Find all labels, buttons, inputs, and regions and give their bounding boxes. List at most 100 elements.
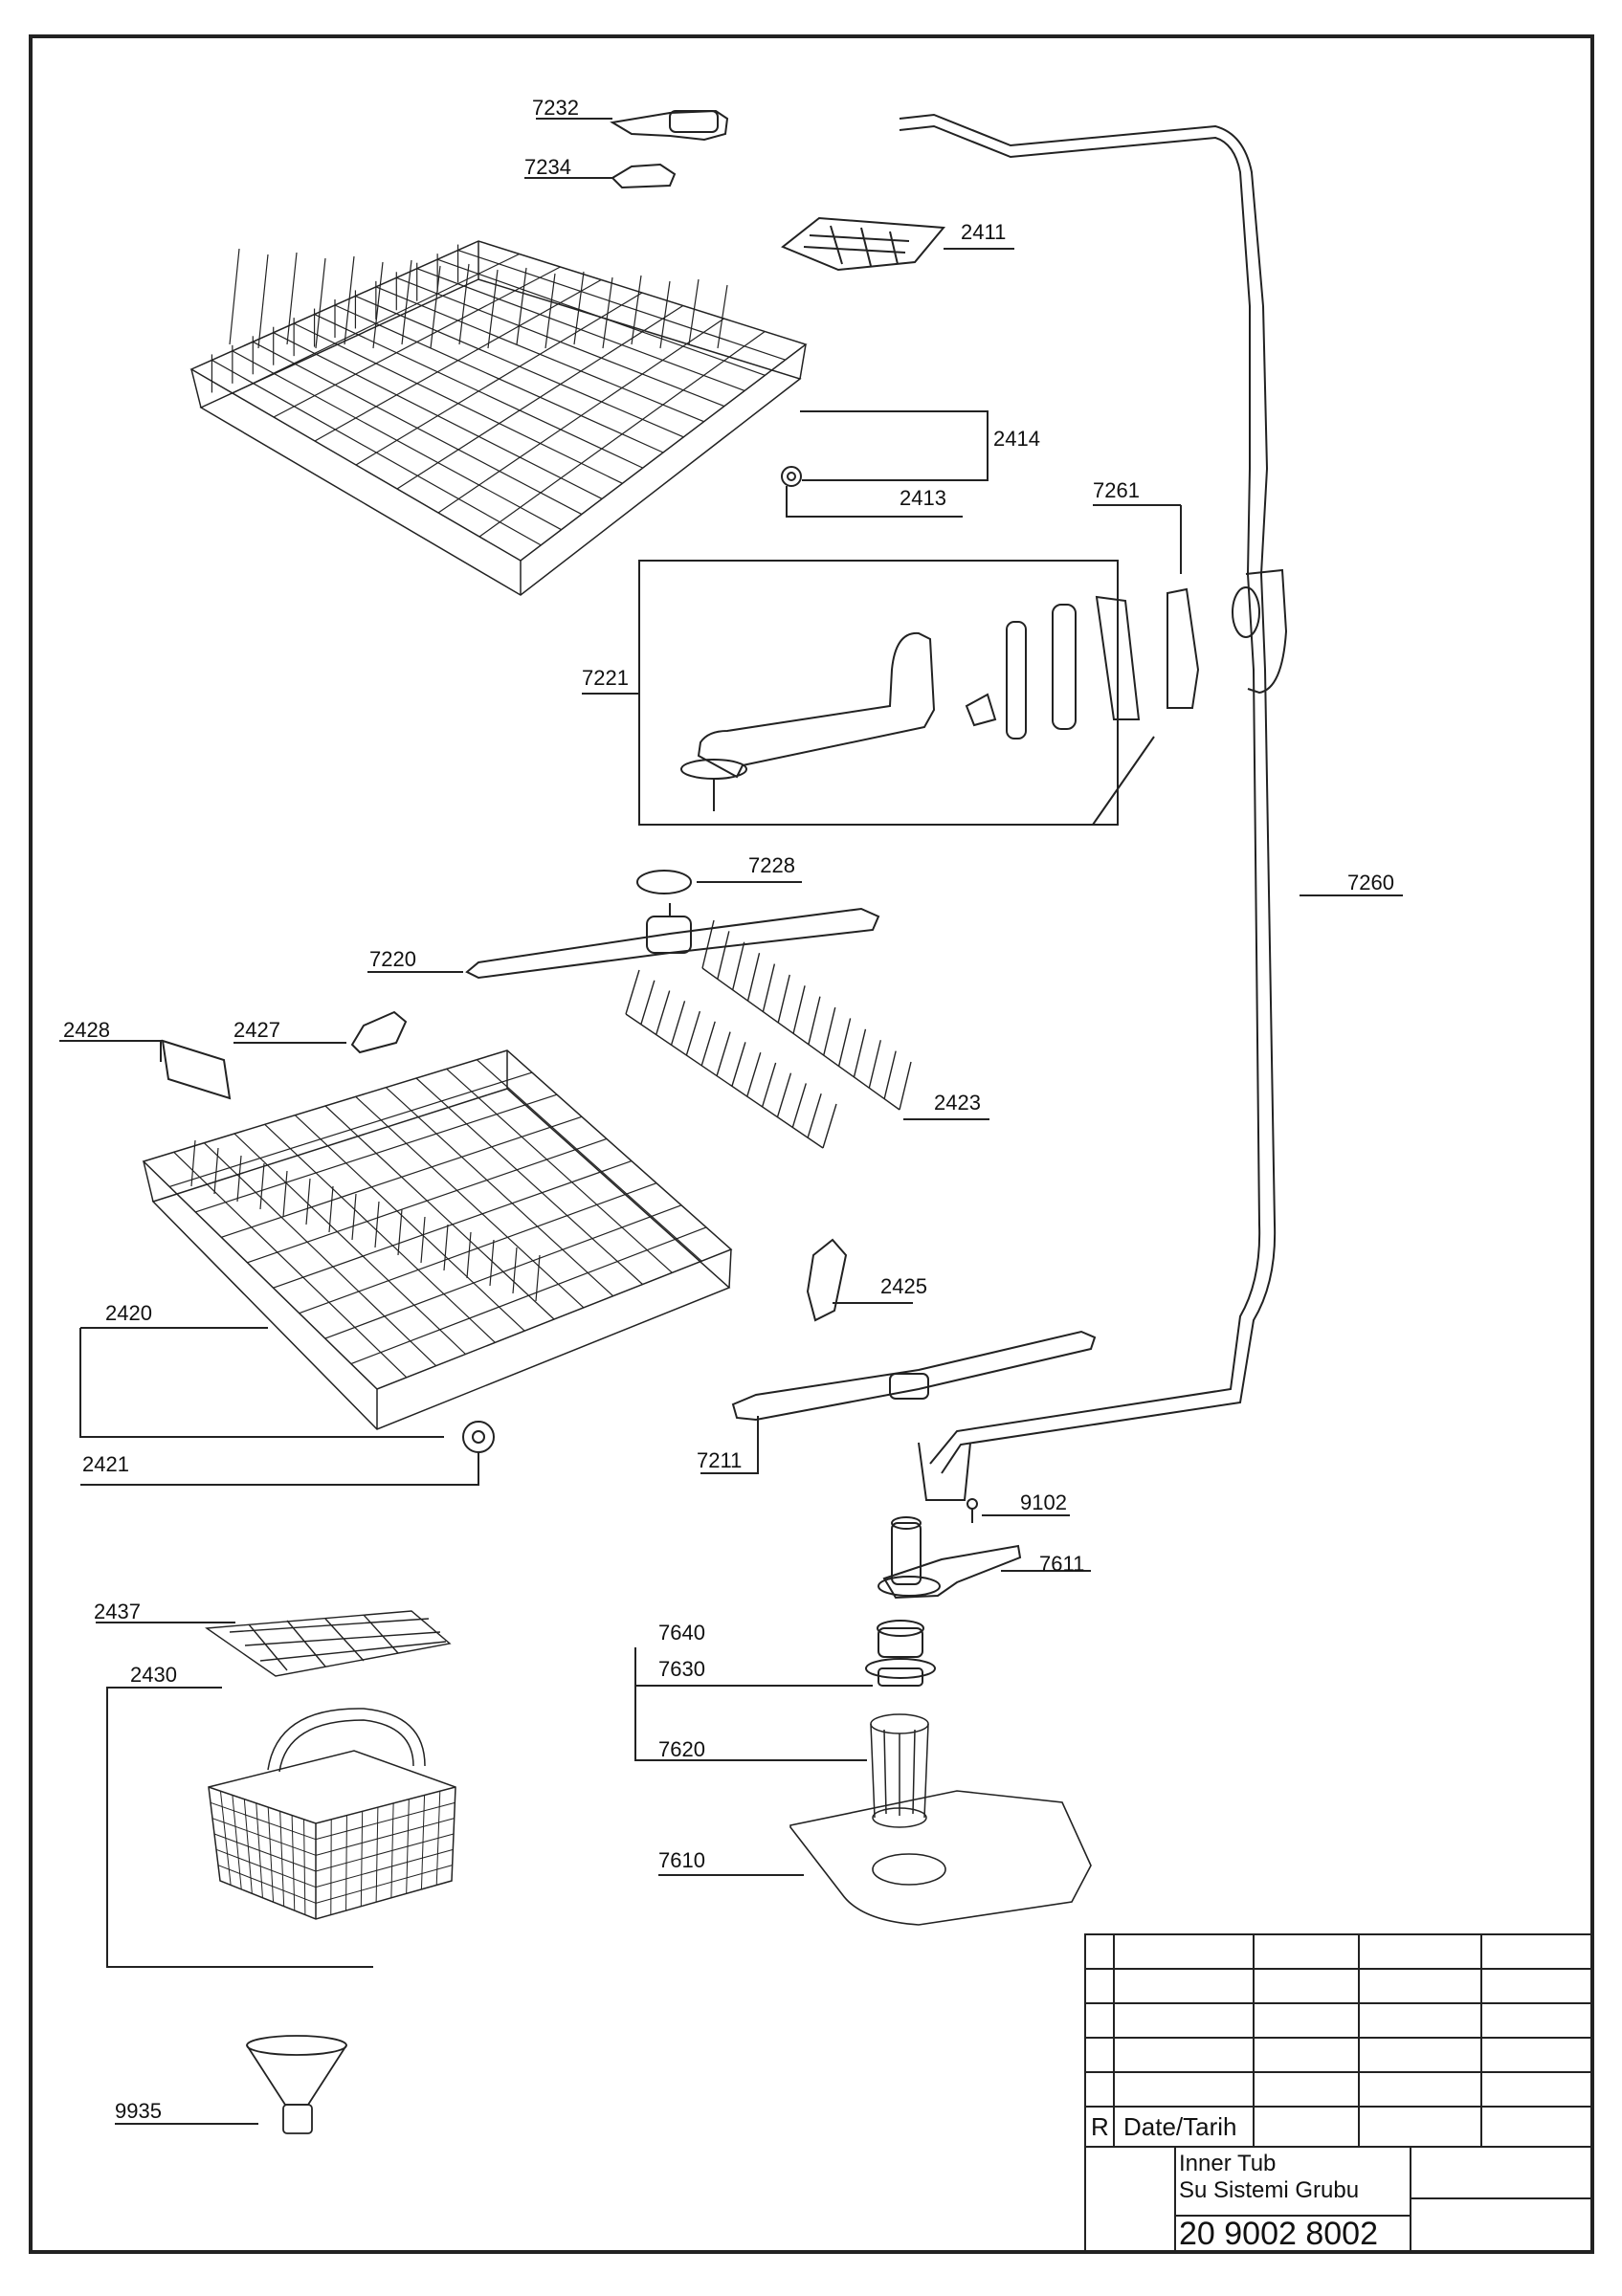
part-2437-drawing [205, 1610, 452, 1677]
wheel-2421-drawing [462, 1421, 495, 1453]
water-pipe-7260 [899, 113, 1288, 1501]
upper-basket-wires [211, 244, 786, 546]
wire-line [792, 985, 806, 1034]
label-7211: 7211 [697, 1448, 743, 1472]
wire-line [446, 1068, 673, 1273]
wire-line [299, 1182, 657, 1314]
wire-line [315, 257, 326, 349]
screw-9102-drawing [967, 1498, 978, 1523]
label-2411: 2411 [961, 220, 1007, 244]
title-english: Inner Tub [1179, 2151, 1277, 2176]
wire-line [315, 1848, 454, 1888]
wire-line [777, 974, 790, 1024]
wire-line [314, 278, 602, 442]
wire-line [420, 1216, 426, 1264]
wire-line [717, 284, 728, 349]
cutlery-basket-grid [210, 1791, 455, 1915]
wire-line [659, 280, 671, 349]
wire-line [688, 278, 700, 345]
wire-line [385, 1087, 614, 1297]
wire-line [168, 1071, 533, 1188]
wire-line [355, 292, 643, 466]
wire-line [716, 1031, 731, 1076]
part-2428-drawing [161, 1039, 232, 1100]
wire-line [286, 252, 298, 345]
wire-line [573, 271, 585, 345]
wire-line [315, 1865, 453, 1904]
wire-line [415, 1077, 643, 1285]
wire-line [853, 1028, 867, 1078]
wire-line [631, 275, 642, 345]
label-7610: 7610 [658, 1848, 705, 1872]
label-2421: 2421 [82, 1452, 129, 1476]
label-7630: 7630 [658, 1657, 705, 1681]
wire-line [236, 1155, 242, 1203]
part-2425-drawing [806, 1238, 848, 1322]
part-7232-drawing [536, 109, 729, 142]
part-7611-drawing [878, 1516, 1022, 1600]
o-ring-7228 [636, 870, 692, 894]
wire-line [344, 255, 355, 345]
spray-arm-7220 [465, 903, 880, 980]
label-2428: 2428 [63, 1018, 110, 1042]
wire-line [315, 1818, 455, 1856]
wire-line [211, 1818, 317, 1856]
wire-line [294, 1115, 525, 1332]
label-2414: 2414 [993, 427, 1040, 451]
label-2423: 2423 [934, 1091, 981, 1115]
wire-line [516, 267, 527, 345]
wire-line [476, 1059, 702, 1262]
wire-line [776, 1072, 792, 1117]
wire-line [396, 304, 684, 490]
label-7232: 7232 [532, 96, 579, 120]
wire-line [273, 266, 561, 418]
wire-line [229, 248, 240, 345]
wire-line [315, 1833, 455, 1872]
wire-line [305, 1178, 311, 1225]
wire-line [535, 1254, 541, 1302]
wire-line [264, 1123, 496, 1343]
wire-line [401, 259, 412, 345]
revision-label: R [1091, 2112, 1109, 2141]
wire-line [430, 265, 441, 349]
wire-line [273, 1159, 633, 1289]
wheel-2413-drawing [781, 466, 802, 487]
label-7220: 7220 [369, 947, 416, 971]
wire-line [761, 1062, 777, 1108]
label-7234: 7234 [524, 155, 571, 179]
wire-line [259, 1162, 265, 1210]
wire-line [324, 1105, 555, 1320]
filter-plate-7610 [789, 1790, 1092, 1926]
wire-line [487, 269, 499, 349]
drawing-border [29, 34, 1594, 2254]
wire-line [822, 1103, 837, 1149]
wire-line [701, 919, 715, 969]
wire-line [324, 1204, 682, 1339]
wire-line [355, 1095, 585, 1309]
wire-line [282, 1170, 288, 1218]
label-7611: 7611 [1039, 1552, 1085, 1576]
label-9102: 9102 [1020, 1490, 1067, 1514]
filter-7620-drawing [870, 1713, 929, 1828]
wire-line [544, 273, 556, 349]
wire-line [868, 1040, 881, 1089]
tine-racks-2423 [625, 919, 912, 1149]
wire-line [489, 1239, 495, 1287]
wire-line [837, 1018, 852, 1067]
wire-line [823, 1006, 836, 1056]
wire-line [899, 1061, 912, 1111]
filter-7630-drawing [865, 1620, 936, 1687]
wire-line [217, 1865, 317, 1904]
lower-basket-drawing [142, 1049, 733, 1430]
label-9935: 9935 [115, 2099, 162, 2123]
label-2430: 2430 [130, 1663, 177, 1687]
wire-line [190, 1139, 196, 1187]
label-7260: 7260 [1347, 871, 1394, 894]
part-7221-drawing [680, 587, 1200, 811]
wire-line [478, 331, 766, 538]
part-7234-drawing [524, 163, 677, 189]
label-2413: 2413 [900, 486, 946, 510]
lower-basket-wires [168, 1059, 707, 1379]
wire-line [221, 1115, 583, 1238]
wire-line [173, 1151, 408, 1379]
